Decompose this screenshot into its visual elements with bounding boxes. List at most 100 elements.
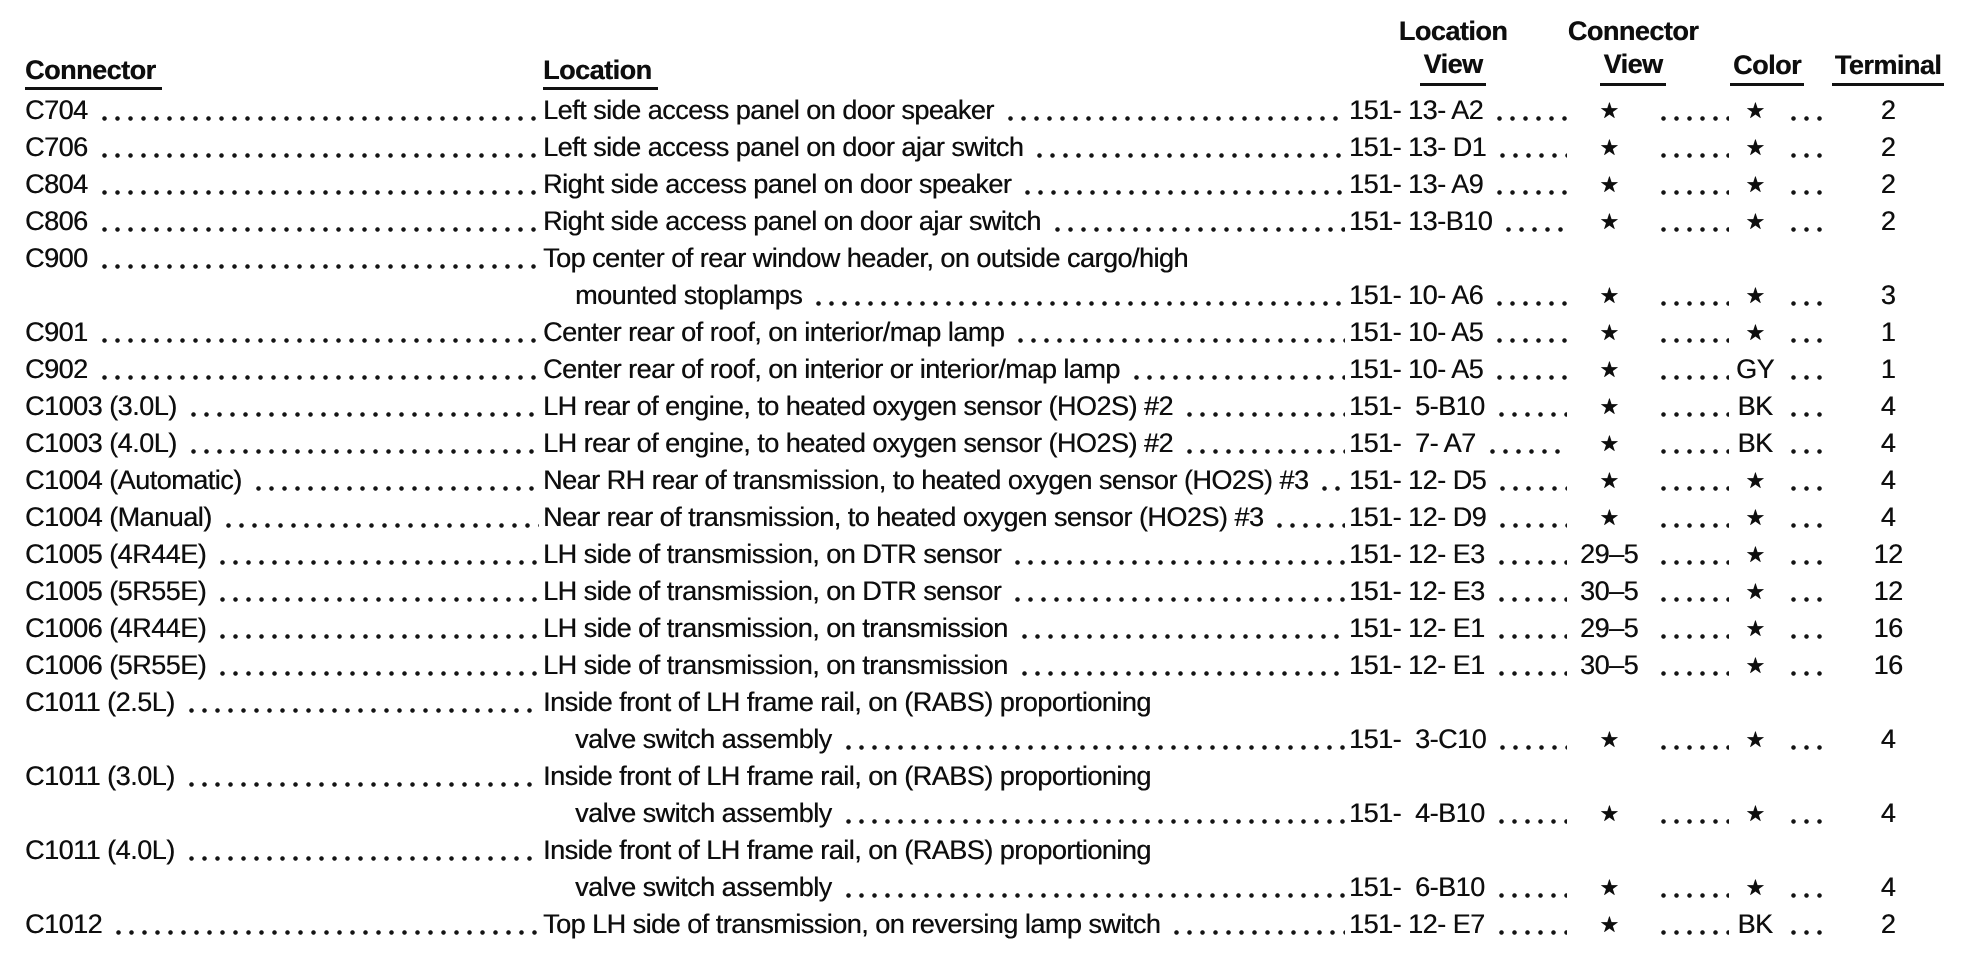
connector-id: C1006 (5R55E) [25, 650, 207, 680]
dot-leader [1492, 647, 1567, 684]
location-text: Near rear of transmission, to heated oxy… [543, 502, 1264, 532]
terminal-value: 12 [1873, 576, 1903, 606]
dot-leader [1491, 92, 1567, 129]
terminal-value: 16 [1873, 650, 1903, 680]
dot-leader [1655, 721, 1729, 758]
location-view-value: 151- 13- D1 [1349, 132, 1487, 162]
location-cell: valve switch assembly [543, 795, 1349, 832]
connector-cell: C1006 (4R44E) [25, 610, 543, 647]
location-cell: Center rear of roof, on interior/map lam… [543, 314, 1349, 351]
location-view-value: 151- 10- A6 [1349, 280, 1484, 310]
location-view-cell: 151- 10- A6 [1349, 277, 1571, 314]
terminal-value: 4 [1880, 872, 1896, 902]
dot-leader [1655, 314, 1729, 351]
table-row: C1005 (4R44E) LH side of transmission, o… [25, 536, 1943, 573]
connector-cell: C1006 (5R55E) [25, 647, 543, 684]
header-connector-cell: Connector [25, 55, 543, 90]
header-location-view-line1: Location [1398, 16, 1508, 46]
dot-leader [1271, 499, 1345, 536]
table-row: valve switch assembly 151- 6-B10 ★ ★ 4 [25, 869, 1943, 906]
dot-leader [1655, 647, 1729, 684]
color-value: ★ [1745, 209, 1765, 234]
color-value: ★ [1745, 801, 1765, 826]
dot-leader [1019, 166, 1345, 203]
connector-cell: C900 [25, 240, 543, 277]
dot-leader [1492, 906, 1567, 943]
dot-leader [95, 129, 539, 166]
connector-cell: C1003 (4.0L) [25, 425, 543, 462]
dot-leader [1785, 536, 1829, 573]
dot-leader [1785, 314, 1829, 351]
location-cell: Near RH rear of transmission, to heated … [543, 462, 1349, 499]
location-cell: Left side access panel on door ajar swit… [543, 129, 1349, 166]
color-value: ★ [1745, 616, 1765, 641]
connector-id: C1006 (4R44E) [25, 613, 207, 643]
connector-cell: C1003 (3.0L) [25, 388, 543, 425]
header-color-cell: Color [1730, 50, 1804, 86]
dot-leader [1655, 388, 1729, 425]
color-value: BK [1737, 391, 1773, 421]
dot-leader [1491, 277, 1567, 314]
dot-leader [1785, 425, 1829, 462]
color-value: ★ [1745, 98, 1765, 123]
dot-leader [95, 351, 539, 388]
dot-leader [1655, 166, 1729, 203]
connector-view-value: ★ [1599, 98, 1619, 123]
dot-leader [1785, 388, 1829, 425]
dot-leader [1785, 573, 1829, 610]
dot-leader [95, 314, 539, 351]
terminal-value: 4 [1880, 502, 1896, 532]
connector-id: C1012 [25, 909, 103, 939]
dot-leader [95, 166, 539, 203]
color-value: ★ [1745, 542, 1765, 567]
color-value: ★ [1745, 579, 1765, 604]
location-view-value: 151- 3-C10 [1349, 724, 1487, 754]
header-connector: Connector [25, 55, 162, 90]
connector-id: C804 [25, 169, 88, 199]
location-view-cell: 151- 10- A5 [1349, 314, 1571, 351]
terminal-value: 2 [1880, 909, 1896, 939]
location-cell: Near rear of transmission, to heated oxy… [543, 499, 1349, 536]
location-view-value: 151- 12- E1 [1349, 613, 1485, 643]
location-cell: LH rear of engine, to heated oxygen sens… [543, 388, 1349, 425]
connector-view-value: ★ [1599, 209, 1619, 234]
dot-leader [1785, 499, 1829, 536]
color-value: ★ [1745, 283, 1765, 308]
location-text: Right side access panel on door ajar swi… [543, 206, 1041, 236]
dot-leader [1785, 869, 1829, 906]
location-text: valve switch assembly [575, 724, 832, 754]
dot-leader [1491, 166, 1567, 203]
location-cell: LH side of transmission, on DTR sensor [543, 536, 1349, 573]
connector-id: C1004 (Automatic) [25, 465, 242, 495]
dot-leader [1180, 425, 1345, 462]
location-view-value: 151- 10- A5 [1349, 354, 1484, 384]
dot-leader [214, 647, 539, 684]
connector-cell [25, 795, 543, 832]
dot-leader [1655, 351, 1729, 388]
table-header: Connector Location Location View Connect… [25, 12, 1945, 90]
connector-cell: C1011 (4.0L) [25, 832, 543, 869]
color-value: ★ [1745, 875, 1765, 900]
location-text: Center rear of roof, on interior/map lam… [543, 317, 1005, 347]
dot-leader [1785, 166, 1829, 203]
dot-leader [1785, 647, 1829, 684]
terminal-value: 4 [1880, 724, 1896, 754]
dot-leader [1009, 536, 1345, 573]
connector-view-value: ★ [1599, 172, 1619, 197]
location-view-cell: 151- 13- A9 [1349, 166, 1571, 203]
connector-view-value: 30–5 [1579, 650, 1639, 680]
connector-id: C902 [25, 354, 88, 384]
color-value: ★ [1745, 135, 1765, 160]
header-connector-view-line2: View [1600, 48, 1666, 86]
dot-leader [249, 462, 539, 499]
connector-view-value: ★ [1599, 875, 1619, 900]
location-text: Near RH rear of transmission, to heated … [543, 465, 1309, 495]
connector-id: C704 [25, 95, 88, 125]
location-cell: Center rear of roof, on interior or inte… [543, 351, 1349, 388]
dot-leader [182, 684, 539, 721]
dot-leader [1655, 610, 1729, 647]
dot-leader [1127, 351, 1345, 388]
terminal-value: 12 [1873, 539, 1903, 569]
dot-leader [214, 610, 539, 647]
dot-leader [1655, 462, 1729, 499]
